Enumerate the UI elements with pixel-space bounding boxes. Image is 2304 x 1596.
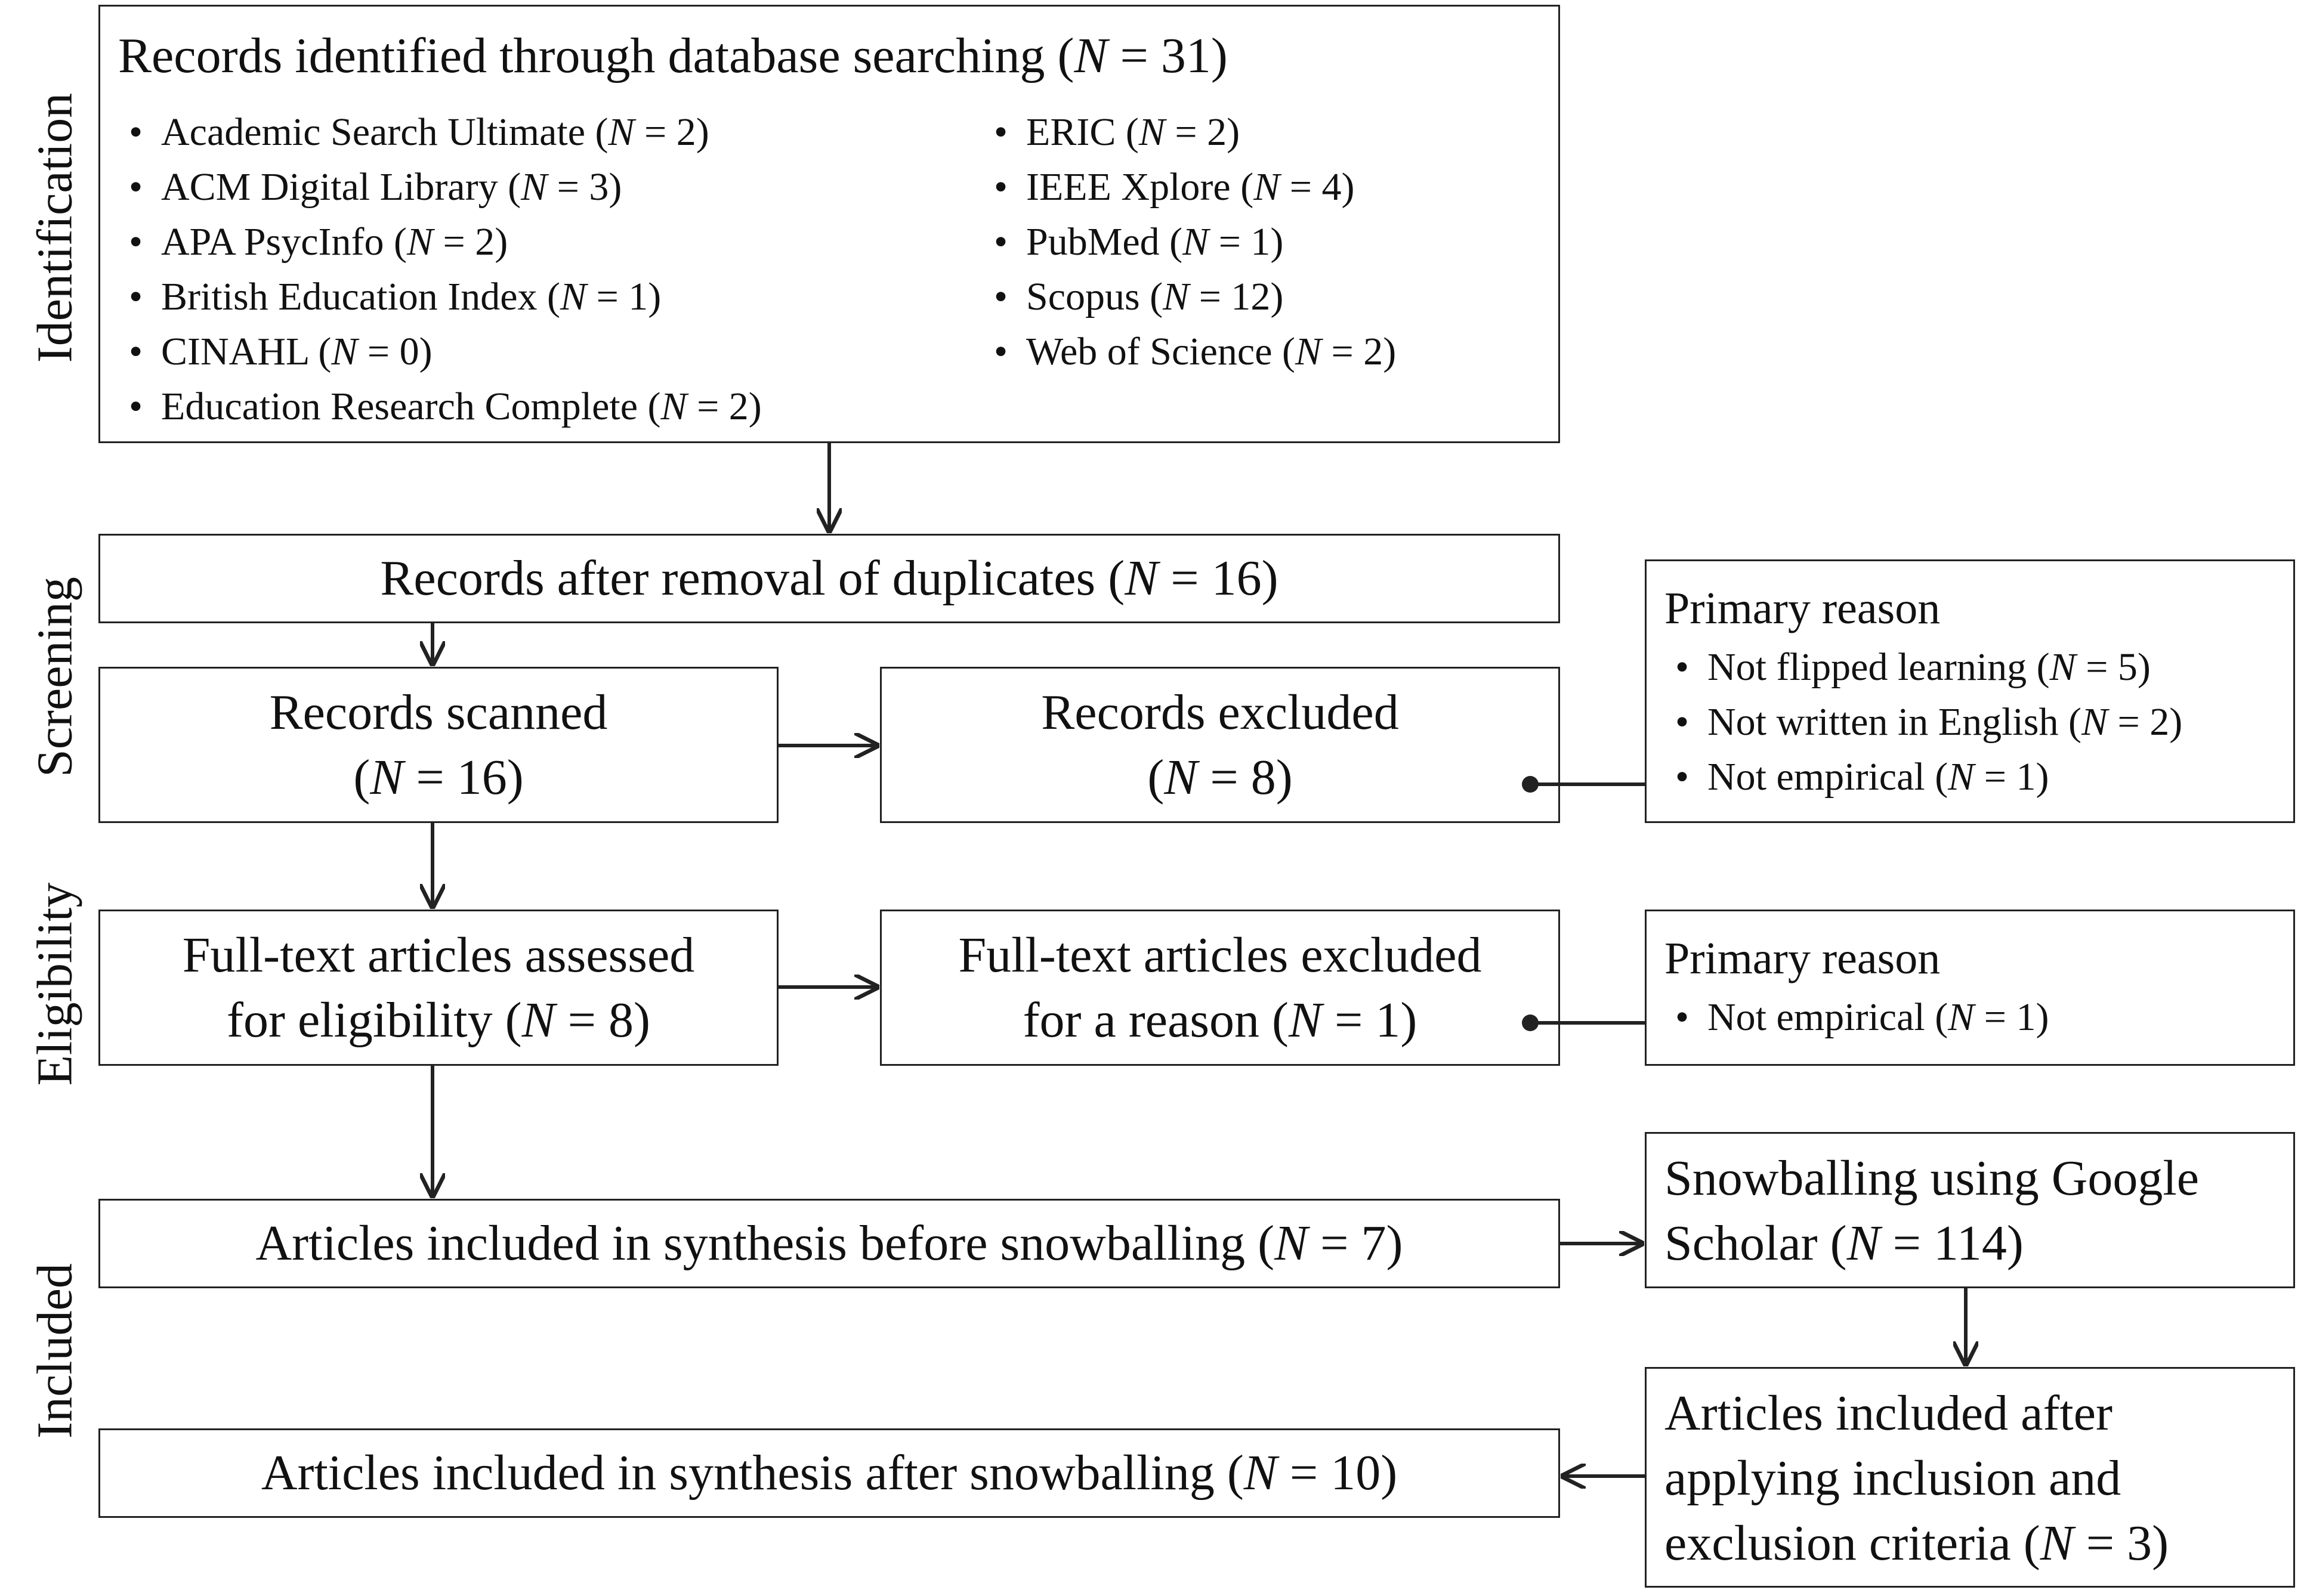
database-item: Education Research Complete (N = 2) <box>118 379 762 434</box>
exclusion-reason-list: Not flipped learning (N = 5) Not written… <box>1664 640 2182 805</box>
database-item: IEEE Xplore (N = 4) <box>983 160 1396 215</box>
records-scanned-count: (N = 16) <box>353 750 524 805</box>
fulltext-reason-box: Primary reason Not empirical (N = 1) <box>1645 910 2295 1066</box>
fulltext-reason-title: Primary reason <box>1664 933 1941 983</box>
snowballing-line1: Snowballing using Google <box>1664 1150 2199 1206</box>
duplicates-removed-box: Records after removal of duplicates (N =… <box>98 534 1560 623</box>
database-item: Web of Science (N = 2) <box>983 324 1396 379</box>
after-criteria-line1: Articles included after <box>1664 1385 2112 1441</box>
fulltext-reason-list: Not empirical (N = 1) <box>1664 990 2049 1045</box>
reason-item: Not empirical (N = 1) <box>1664 750 2182 805</box>
records-scanned-box: Records scanned (N = 16) <box>98 667 779 823</box>
snowballing-box: Snowballing using Google Scholar (N = 11… <box>1645 1132 2295 1288</box>
database-list-left: Academic Search Ultimate (N = 2) ACM Dig… <box>118 105 762 434</box>
database-item: ERIC (N = 2) <box>983 105 1396 160</box>
database-list-right: ERIC (N = 2) IEEE Xplore (N = 4) PubMed … <box>983 105 1396 379</box>
records-identified-title: Records identified through database sear… <box>118 28 1228 83</box>
records-identified-box: Records identified through database sear… <box>98 5 1560 443</box>
before-snowballing-text: Articles included in synthesis before sn… <box>255 1215 1403 1272</box>
records-scanned-label: Records scanned <box>269 684 608 740</box>
connector-dot <box>1522 776 1539 793</box>
fulltext-excluded-label: Full-text articles excluded <box>958 927 1482 983</box>
fulltext-assessed-count: for eligibility (N = 8) <box>227 992 650 1048</box>
after-criteria-line2: applying inclusion and <box>1664 1450 2121 1507</box>
fulltext-assessed-label: Full-text articles assessed <box>182 927 695 983</box>
after-snowballing-text: Articles included in synthesis after sno… <box>261 1445 1398 1501</box>
snowballing-text: Snowballing using Google Scholar (N = 11… <box>1664 1146 2199 1276</box>
before-snowballing-box: Articles included in synthesis before sn… <box>98 1199 1560 1288</box>
records-excluded-count: (N = 8) <box>1147 750 1293 805</box>
reason-item: Not flipped learning (N = 5) <box>1664 640 2182 695</box>
records-excluded-label: Records excluded <box>1041 684 1399 740</box>
after-criteria-box: Articles included after applying inclusi… <box>1645 1367 2295 1588</box>
after-criteria-text: Articles included after applying inclusi… <box>1664 1381 2169 1576</box>
records-excluded-box: Records excluded (N = 8) <box>880 667 1560 823</box>
exclusion-reason-box: Primary reason Not flipped learning (N =… <box>1645 559 2295 823</box>
database-item: ACM Digital Library (N = 3) <box>118 160 762 215</box>
database-item: CINAHL (N = 0) <box>118 324 762 379</box>
fulltext-excluded-box: Full-text articles excluded for a reason… <box>880 910 1560 1066</box>
database-item: Scopus (N = 12) <box>983 270 1396 324</box>
reason-item: Not written in English (N = 2) <box>1664 695 2182 750</box>
fulltext-excluded-count: for a reason (N = 1) <box>1023 992 1417 1048</box>
database-item: British Education Index (N = 1) <box>118 270 762 324</box>
exclusion-reason-title: Primary reason <box>1664 583 1941 633</box>
database-item: PubMed (N = 1) <box>983 215 1396 270</box>
database-item: APA PsycInfo (N = 2) <box>118 215 762 270</box>
reason-item: Not empirical (N = 1) <box>1664 990 2049 1045</box>
database-item: Academic Search Ultimate (N = 2) <box>118 105 762 160</box>
after-criteria-line3: exclusion criteria (N = 3) <box>1664 1515 2169 1572</box>
fulltext-assessed-box: Full-text articles assessed for eligibil… <box>98 910 779 1066</box>
connector-dot <box>1522 1014 1539 1031</box>
snowballing-line2: Scholar (N = 114) <box>1664 1215 2024 1272</box>
after-snowballing-box: Articles included in synthesis after sno… <box>98 1428 1560 1518</box>
duplicates-removed-text: Records after removal of duplicates (N =… <box>380 550 1278 607</box>
